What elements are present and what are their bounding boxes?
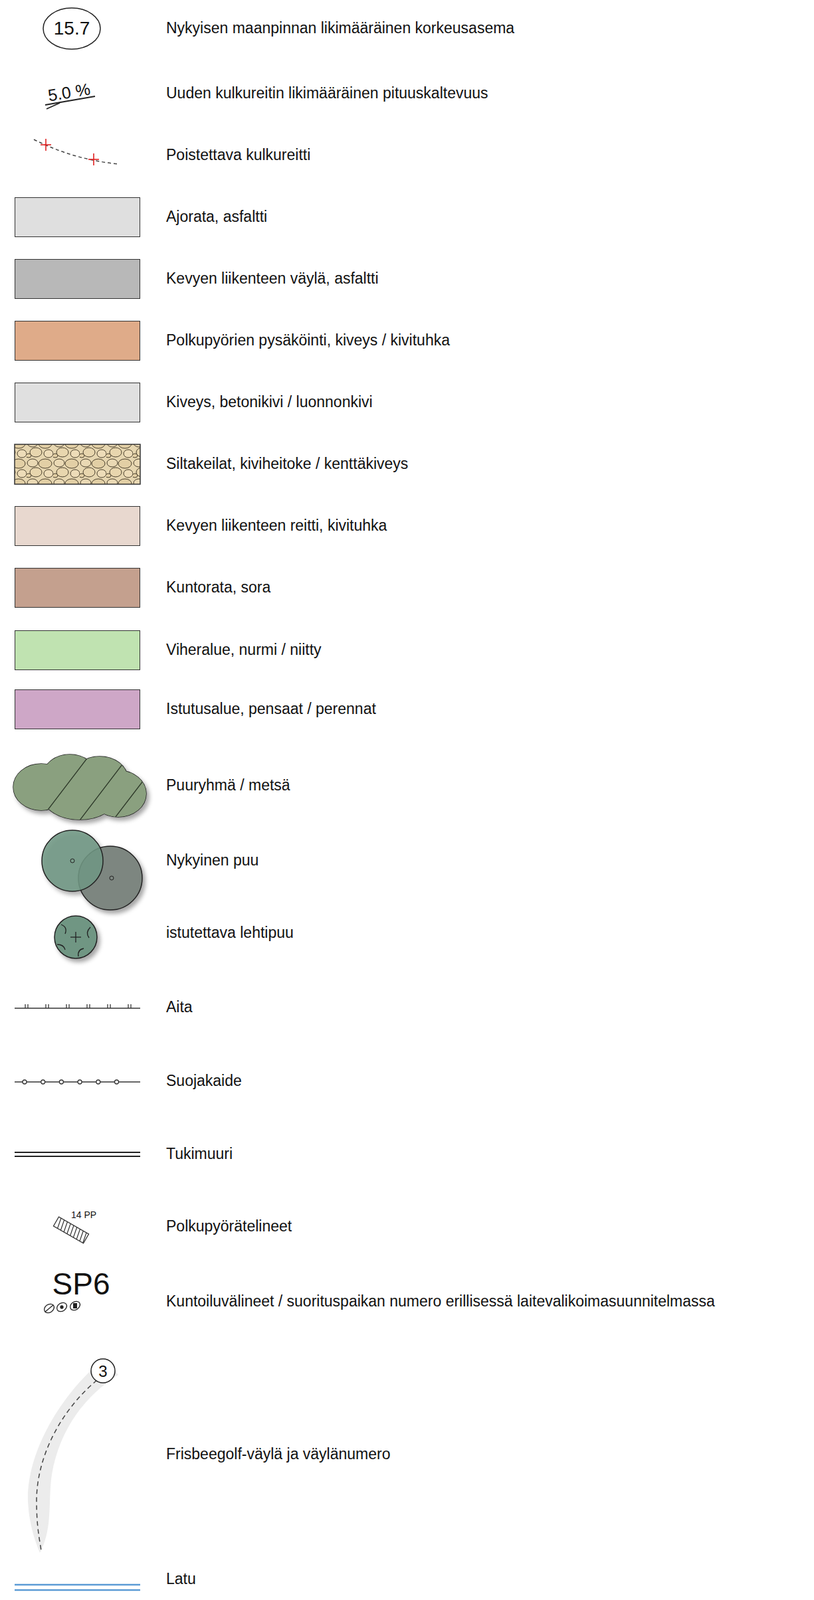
color-swatch (14, 630, 141, 671)
color-swatch (14, 320, 141, 361)
guardrail-symbol (14, 1080, 141, 1085)
legend-label: Kevyen liikenteen väylä, asfaltti (166, 269, 379, 289)
bike-rack (53, 1217, 89, 1244)
legend-label: Nykyinen puu (166, 851, 259, 871)
ski-track (14, 1585, 141, 1591)
existing-tree (41, 830, 143, 911)
legend-label: Siltakeilat, kiviheitoke / kenttäkiveys (166, 455, 408, 474)
symbol-label: SP6 (52, 1269, 111, 1300)
legend-label: Kuntorata, sora (166, 578, 271, 598)
color-swatch (14, 382, 141, 423)
legend-label: Kiveys, betonikivi / luonnonkivi (166, 393, 373, 412)
symbol-label: 14 PP (71, 1210, 97, 1221)
legend-label: Tukimuuri (166, 1145, 233, 1165)
removed-route (33, 138, 119, 166)
legend-label: Uuden kulkureitin likimääräinen pituuska… (166, 84, 489, 103)
retaining-wall (14, 1152, 141, 1157)
legend-label: Polkupyörätelineet (166, 1218, 292, 1237)
new-tree (54, 916, 98, 959)
legend-label: Suojakaide (166, 1072, 242, 1092)
disc-golf-fairway (27, 1358, 119, 1554)
symbol-label: 3 (98, 1364, 107, 1381)
symbol-label: 15.7 (53, 19, 91, 38)
legend-label: Aita (166, 998, 193, 1018)
legend-label: Ajorata, asfaltti (166, 207, 268, 227)
fitness-icons (42, 1299, 82, 1316)
forest-symbol (9, 747, 157, 824)
color-swatch (14, 689, 141, 730)
legend-label: Latu (166, 1570, 197, 1590)
color-swatch (14, 197, 141, 238)
fence-symbol (14, 1004, 141, 1009)
legend-label: Frisbeegolf-väylä ja väylänumero (166, 1445, 391, 1465)
legend-label: Polkupyörien pysäköinti, kiveys / kivitu… (166, 331, 450, 351)
color-swatch (14, 568, 141, 609)
legend-label: Istutusalue, pensaat / perennat (166, 700, 377, 719)
legend-label: Poistettava kulkureitti (166, 146, 311, 165)
legend-label: Kevyen liikenteen reitti, kivituhka (166, 516, 387, 536)
stone-swatch (14, 444, 141, 485)
legend-label: Puuryhmä / metsä (166, 776, 291, 796)
legend-label: Nykyisen maanpinnan likimääräinen korkeu… (166, 19, 515, 38)
color-swatch (14, 506, 141, 547)
elevation-ellipse (43, 7, 101, 50)
legend-label: Kuntoiluvälineet / suorituspaikan numero… (166, 1293, 715, 1312)
legend-label: istutettava lehtipuu (166, 924, 294, 943)
symbol-label: 5.0 % (46, 81, 92, 105)
legend-label: Viheralue, nurmi / niitty (166, 641, 322, 660)
color-swatch (14, 259, 141, 300)
